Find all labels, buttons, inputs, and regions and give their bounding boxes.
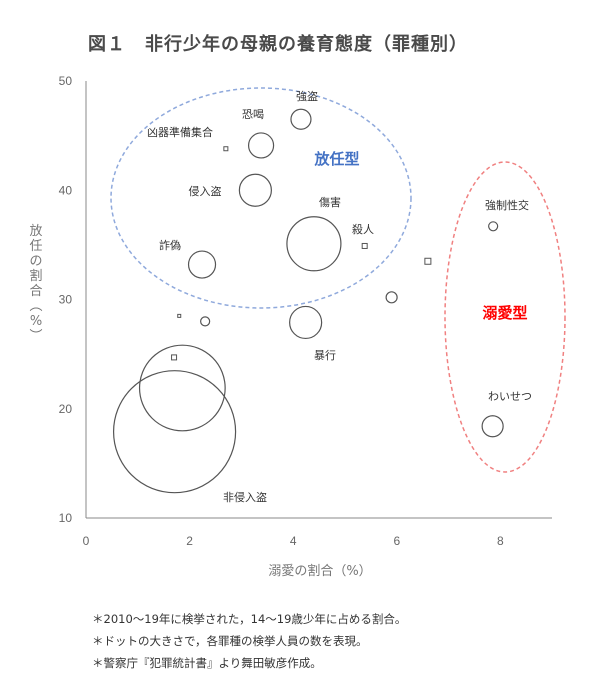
- point-label: 強制性交: [485, 198, 529, 212]
- x-tick-label: 2: [186, 534, 193, 548]
- data-bubble: [138, 344, 226, 432]
- data-bubble: [200, 316, 211, 327]
- x-tick-label: 4: [290, 534, 297, 548]
- y-tick-label: 50: [59, 74, 73, 88]
- point-label: 傷害: [319, 195, 341, 209]
- axes: [85, 81, 552, 519]
- data-point: [361, 242, 368, 249]
- x-tick-label: 0: [83, 534, 90, 548]
- data-points: [112, 108, 504, 494]
- y-tick-label: 20: [59, 402, 73, 416]
- data-bubble: [488, 221, 499, 232]
- data-bubble: [286, 216, 342, 272]
- x-tick-label: 6: [393, 534, 400, 548]
- data-point: [177, 313, 182, 318]
- axis-ticks: 0 2 4 6 8 10 20 30 40 50: [59, 74, 504, 548]
- footnotes: ＊2010〜19年に検挙された，14〜19歳少年に占める割合。 ＊ドットの大きさ…: [92, 608, 406, 674]
- indulgence-group-label: 溺愛型: [482, 304, 527, 322]
- data-bubble: [187, 250, 217, 279]
- point-label: 殺人: [352, 222, 374, 236]
- data-point: [171, 354, 178, 361]
- footnote: ＊警察庁『犯罪統計書』より舞田敏彦作成。: [92, 656, 322, 670]
- x-tick-label: 8: [497, 534, 504, 548]
- footnote: ＊2010〜19年に検挙された，14〜19歳少年に占める割合。: [92, 612, 407, 626]
- footnote: ＊ドットの大きさで，各罪種の検挙人員の数を表現。: [92, 634, 368, 648]
- indulgence-ellipse: [444, 161, 566, 473]
- x-axis-title: 溺愛の割合（%）: [268, 563, 371, 579]
- data-bubble: [385, 291, 398, 304]
- point-label: 凶器準備集合: [147, 125, 213, 139]
- chart-title: 図１ 非行少年の母親の養育態度（罪種別）: [88, 34, 468, 55]
- data-point: [223, 146, 229, 152]
- data-bubble: [112, 370, 237, 494]
- data-bubble: [481, 415, 504, 438]
- y-tick-label: 40: [59, 183, 73, 197]
- point-label: 恐喝: [242, 108, 264, 121]
- data-bubble: [290, 108, 312, 130]
- point-label: 強盗: [296, 90, 318, 103]
- data-bubble: [289, 305, 323, 340]
- neglect-group-label: 放任型: [313, 150, 359, 168]
- data-point: [424, 257, 432, 265]
- data-bubble: [247, 132, 275, 159]
- y-tick-label: 10: [59, 511, 73, 525]
- point-label: 侵入盗: [189, 185, 222, 198]
- neglect-ellipse: [110, 87, 412, 309]
- data-bubble: [238, 173, 272, 207]
- point-label: 暴行: [314, 349, 336, 362]
- point-label: 詐偽: [159, 238, 181, 252]
- y-tick-label: 30: [59, 293, 73, 307]
- point-label: わいせつ: [488, 390, 532, 403]
- point-label: 非侵入盗: [223, 491, 267, 504]
- y-axis-title: 放任の割合︵%︶: [29, 224, 42, 344]
